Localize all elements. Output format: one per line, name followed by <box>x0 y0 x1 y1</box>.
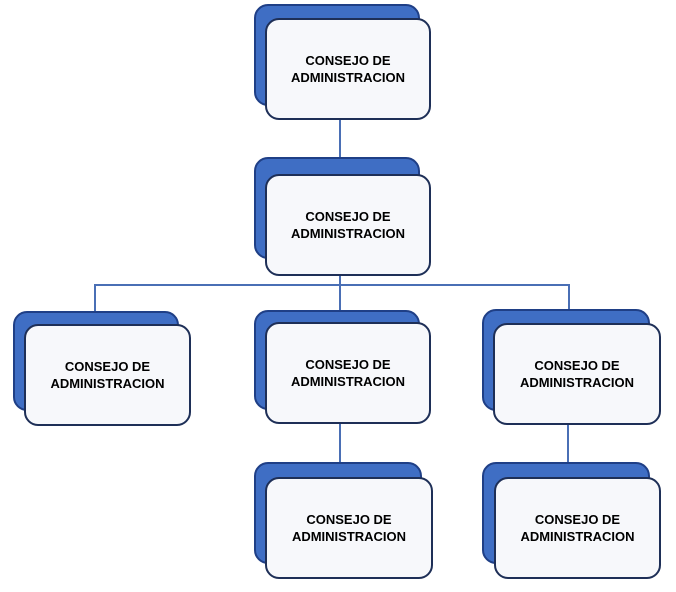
node-label: CONSEJO DE ADMINISTRACION <box>290 53 406 85</box>
node-label: CONSEJO DE ADMINISTRACION <box>290 209 406 241</box>
node-label: CONSEJO DE ADMINISTRACION <box>50 359 165 391</box>
org-node-middle: CONSEJO DE ADMINISTRACION <box>254 310 432 426</box>
org-node-top: CONSEJO DE ADMINISTRACION <box>254 4 432 120</box>
node-card: CONSEJO DE ADMINISTRACION <box>24 324 191 426</box>
node-card: CONSEJO DE ADMINISTRACION <box>265 477 433 579</box>
org-node-right-child: CONSEJO DE ADMINISTRACION <box>482 462 662 580</box>
node-label: CONSEJO DE ADMINISTRACION <box>291 512 407 544</box>
org-node-middle-child: CONSEJO DE ADMINISTRACION <box>254 462 434 580</box>
node-card: CONSEJO DE ADMINISTRACION <box>265 174 431 276</box>
node-label: CONSEJO DE ADMINISTRACION <box>290 357 406 389</box>
org-node-left: CONSEJO DE ADMINISTRACION <box>13 311 191 427</box>
node-card: CONSEJO DE ADMINISTRACION <box>493 323 661 425</box>
node-card: CONSEJO DE ADMINISTRACION <box>494 477 661 579</box>
node-label: CONSEJO DE ADMINISTRACION <box>520 512 635 544</box>
node-label: CONSEJO DE ADMINISTRACION <box>519 358 635 390</box>
node-card: CONSEJO DE ADMINISTRACION <box>265 322 431 424</box>
node-card: CONSEJO DE ADMINISTRACION <box>265 18 431 120</box>
org-node-right: CONSEJO DE ADMINISTRACION <box>482 309 662 427</box>
org-node-second: CONSEJO DE ADMINISTRACION <box>254 157 432 276</box>
